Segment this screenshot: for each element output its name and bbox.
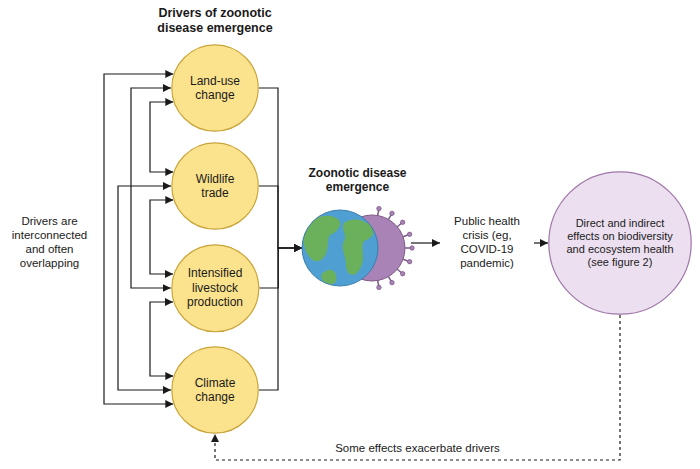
circle-shape <box>172 143 258 229</box>
virus-spike-tip <box>377 206 381 210</box>
arrow-connector <box>104 74 173 404</box>
node-text: Direct and indirect effects on biodivers… <box>566 217 674 270</box>
virus-spike-tip <box>390 211 394 215</box>
driver-circle: Intensified livestock production <box>171 244 260 333</box>
text-holder: Public health crisis (eg, COVID-19 pande… <box>444 215 530 270</box>
text-holder: Wildlife trade <box>182 172 248 201</box>
text-holder: Land-use change <box>182 74 248 103</box>
arrow-connector <box>259 88 302 248</box>
text-holder: Intensified livestock production <box>181 266 249 309</box>
arrow-connector <box>259 248 302 288</box>
arrow-connector <box>411 242 440 243</box>
crisis-text-node: Public health crisis (eg, COVID-19 pande… <box>444 215 530 270</box>
node-text: Land-use change <box>182 74 248 103</box>
text-holder: Direct and indirect effects on biodivers… <box>566 217 674 270</box>
virus-spike-tip <box>400 220 404 224</box>
effects-circle: Direct and indirect effects on biodivers… <box>548 171 692 315</box>
earth-illustration <box>302 210 378 286</box>
node-text: Climate change <box>182 376 248 405</box>
arrow-connector <box>131 88 171 288</box>
virus-spike-tip <box>390 280 394 284</box>
diagram-title: Drivers of zoonotic disease emergence <box>135 6 295 36</box>
earth-ocean <box>302 210 378 286</box>
virus-spike-tip <box>407 259 411 263</box>
arrow-connector <box>259 248 302 390</box>
text-holder: Climate change <box>182 376 248 405</box>
globe-virus-illustration <box>300 205 415 291</box>
arrow-connector <box>150 200 173 274</box>
arrow-connector <box>150 102 173 172</box>
earth-land <box>303 216 340 262</box>
virus-spike-tip <box>400 272 404 276</box>
circle-shape <box>172 45 258 131</box>
driver-circle: Climate change <box>171 346 259 434</box>
node-text: Wildlife trade <box>182 172 248 201</box>
arrow-connector <box>150 302 173 376</box>
virus-spike-tip <box>410 246 414 250</box>
text-holder: Zoonotic disease emergence <box>297 166 418 195</box>
feedback-connector <box>215 315 620 460</box>
arrow-connector <box>259 186 302 248</box>
virus-spike-tip <box>377 285 381 289</box>
side-note: Drivers are interconnected and often ove… <box>3 215 96 270</box>
circle-shape <box>172 347 258 433</box>
node-text: Zoonotic disease emergence <box>297 166 418 195</box>
circle-shape <box>549 172 691 314</box>
virus-spike-tip <box>407 232 411 236</box>
arrow-connector <box>534 242 548 243</box>
arrow-connector <box>118 186 171 390</box>
circle-shape <box>172 245 259 332</box>
emergence-node: Zoonotic disease emergence <box>297 166 418 195</box>
connector-label: Some effects exacerbate drivers <box>332 442 503 456</box>
driver-circle: Land-use change <box>171 44 259 132</box>
earth-land <box>343 220 374 275</box>
node-text: Intensified livestock production <box>181 266 249 309</box>
node-text: Public health crisis (eg, COVID-19 pande… <box>444 215 530 270</box>
driver-circle: Wildlife trade <box>171 142 259 230</box>
earth-outline <box>302 210 378 286</box>
